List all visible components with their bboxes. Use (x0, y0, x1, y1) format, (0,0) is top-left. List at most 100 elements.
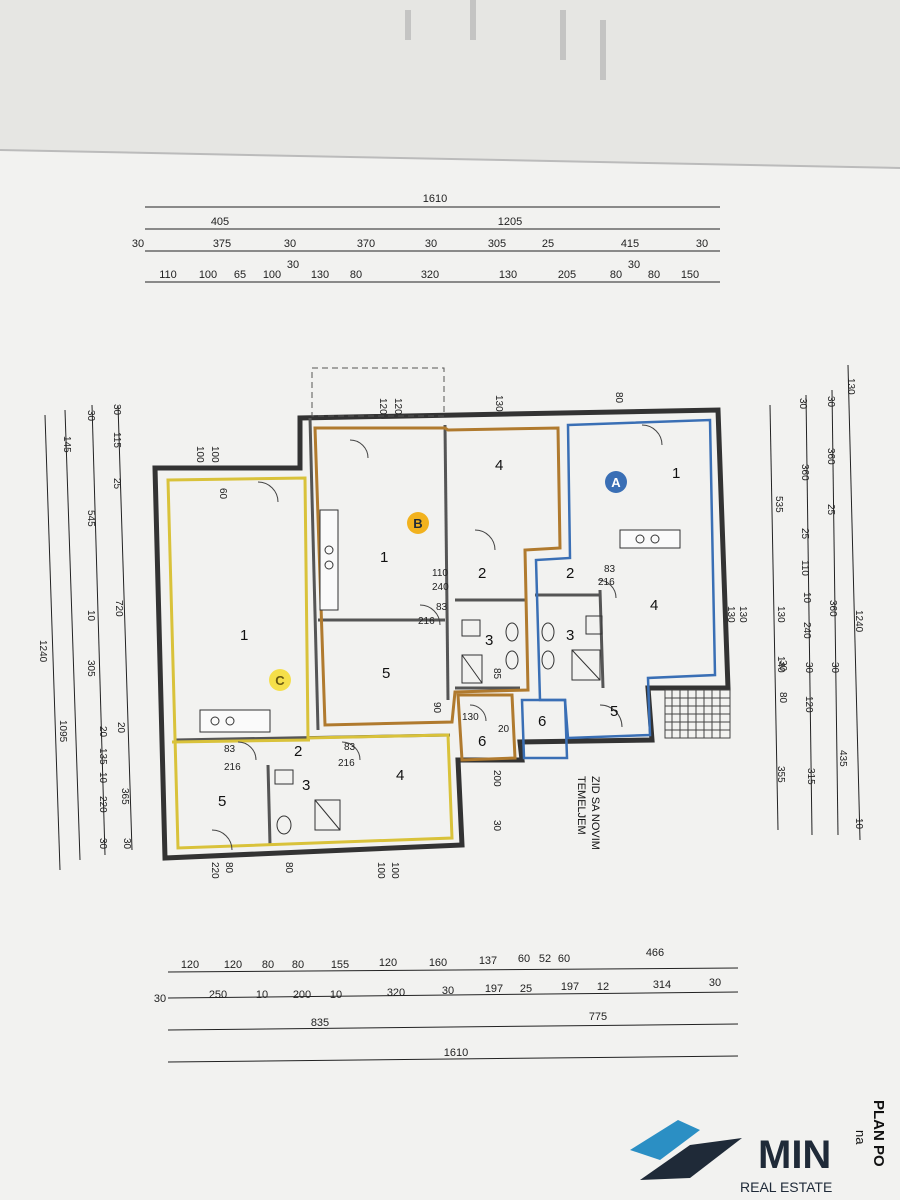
dim-text: 30 (284, 238, 296, 250)
dim-text: 205 (558, 269, 576, 281)
dim-text: 90 (431, 702, 442, 714)
dim-text: 1610 (444, 1047, 468, 1059)
logo-mark-upper (630, 1120, 700, 1160)
top-dimension-lines (145, 206, 720, 283)
dim-text: 83 (224, 744, 236, 755)
bottom-dim-row2: 30 250 10 200 10 320 30 197 25 197 12 31… (154, 977, 721, 1005)
dim-text: 137 (479, 955, 497, 967)
dim-text: 20 (115, 722, 126, 734)
dim-text: 80 (223, 862, 234, 874)
unit-a-badge: A (605, 471, 627, 493)
dim-text: 216 (338, 758, 355, 769)
dim-text: 85 (491, 668, 502, 680)
dim-text: 12 (597, 981, 609, 993)
bathroom-fixtures (274, 615, 603, 835)
dim-text: 80 (262, 959, 274, 971)
badge-letter: B (413, 516, 422, 531)
dim-text: 130 (462, 712, 479, 723)
dim-text: 100 (209, 446, 220, 463)
right-dim-b: 30 360 25 360 30 30 80 355 (775, 398, 840, 783)
dim-text: 320 (387, 987, 405, 999)
dim-text: 216 (598, 577, 615, 588)
dim-text: 360 (799, 464, 810, 481)
dim-text: 80 (292, 959, 304, 971)
dim-text: 130 (845, 378, 856, 395)
dim-text: 25 (111, 478, 122, 490)
top-dim-row1: 1610 (423, 193, 447, 205)
dim-text: 120 (377, 398, 388, 415)
dim-text: 30 (825, 396, 836, 408)
dim-text: 100 (263, 269, 281, 281)
dim-text: 25 (799, 528, 810, 540)
dim-text: 415 (621, 238, 639, 250)
dim-text: 466 (646, 947, 664, 959)
dim-text: 30 (425, 238, 437, 250)
dim-text: 315 (805, 768, 816, 785)
bottom-dim-row4: 1610 (444, 1047, 468, 1059)
dim-text: 115 (111, 432, 122, 448)
dim-text: 240 (432, 582, 449, 593)
dim-text: 80 (350, 269, 362, 281)
dim-text: 100 (194, 446, 205, 463)
unit-c-badge: C (269, 669, 291, 691)
dim-text: 100 (199, 269, 217, 281)
unit-a-outline (520, 418, 717, 760)
dim-text: 80 (648, 269, 660, 281)
dim-text: 60 (558, 953, 570, 965)
door-swings (211, 424, 663, 851)
dim-text: 216 (418, 616, 435, 627)
dim-text: 30 (111, 404, 122, 416)
unit-c-room-labels: 1 2 3 4 5 (218, 627, 404, 810)
back-page-bleedthrough (405, 0, 606, 80)
dim-text: 216 (224, 762, 241, 773)
dim-text: 130 (775, 606, 786, 623)
room-number: 1 (240, 627, 248, 644)
dim-text: 30 (121, 838, 132, 850)
top-dim-row2: 405 1205 (211, 216, 522, 228)
dim-text: 60 (217, 488, 228, 500)
badge-letter: A (611, 475, 621, 490)
dim-text: 30 (829, 662, 840, 674)
dim-text: 130 (493, 395, 504, 412)
dim-text: 120 (181, 959, 199, 971)
dim-text: 130 (311, 269, 329, 281)
dim-text: 30 (154, 993, 166, 1005)
dim-text: 140 (775, 656, 786, 673)
wall-note: ZID SA NOVIM TEMELJEM (575, 776, 601, 850)
dim-text: 10 (256, 989, 268, 1001)
dim-text: 10 (85, 610, 96, 622)
logo-subtitle: REAL ESTATE (740, 1179, 832, 1195)
dim-text: 405 (211, 216, 229, 228)
dim-text: 30 (97, 838, 108, 850)
badge-circle (605, 471, 627, 493)
dim-text: 80 (777, 692, 788, 704)
room-number: 3 (485, 632, 493, 649)
room-number: 2 (294, 743, 302, 760)
dim-text: 150 (681, 269, 699, 281)
dim-text: 120 (224, 959, 242, 971)
dim-text: 1610 (423, 193, 447, 205)
dim-text: 110 (159, 269, 177, 281)
bottom-dim-row1: 120 120 80 80 155 120 160 137 60 52 60 4… (181, 947, 664, 971)
dim-text: 10 (853, 818, 864, 830)
room-number: 3 (302, 777, 310, 794)
building-walls (152, 407, 731, 861)
dim-text: 20 (97, 726, 108, 738)
right-dim-a: 130 30 360 25 110 10 240 30 120 315 10 (799, 378, 864, 830)
room-number: 4 (495, 457, 503, 474)
left-dimension-lines (44, 404, 133, 871)
dim-text: 30 (442, 985, 454, 997)
plan-title: PLAN PO na (853, 1100, 887, 1167)
dim-text: 20 (498, 724, 510, 735)
dim-text: 30 (803, 662, 814, 674)
paper-sheet (0, 150, 900, 1200)
room-number: 5 (218, 793, 226, 810)
plan-title-text: PLAN PO (870, 1100, 887, 1167)
dim-text: 100 (375, 862, 386, 879)
room-number: 5 (382, 665, 390, 682)
dim-text: 83 (344, 742, 356, 753)
dim-text: 30 (628, 259, 640, 271)
dim-text: 197 (561, 981, 579, 993)
bottom-dim-row3: 835 775 (311, 1011, 607, 1029)
